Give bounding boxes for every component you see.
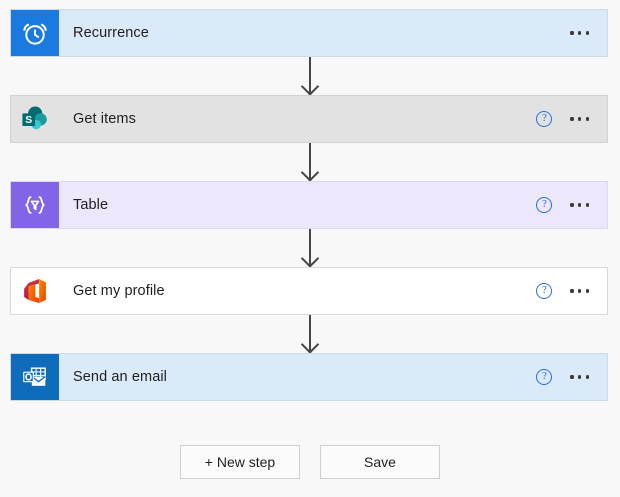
flow-step-actions: ? xyxy=(536,96,607,142)
more-options-icon[interactable] xyxy=(568,27,591,38)
help-icon[interactable]: ? xyxy=(536,197,552,213)
flow-step-get-items[interactable]: S Get items ? xyxy=(10,95,608,143)
flow-step-title: Send an email xyxy=(59,354,536,400)
flow-step-actions xyxy=(568,10,607,56)
save-button[interactable]: Save xyxy=(320,445,440,479)
flow-step-actions: ? xyxy=(536,354,607,400)
flow-step-actions: ? xyxy=(536,268,607,314)
svg-text:S: S xyxy=(25,115,32,126)
sharepoint-icon: S xyxy=(11,96,59,142)
more-options-icon[interactable] xyxy=(568,199,591,210)
more-options-icon[interactable] xyxy=(568,371,591,382)
alarm-clock-icon xyxy=(11,10,59,56)
new-step-button[interactable]: + New step xyxy=(180,445,300,479)
flow-step-title: Recurrence xyxy=(59,10,568,56)
flow-connector-arrow xyxy=(309,143,311,181)
office365-icon xyxy=(11,268,59,314)
flow-footer-actions: + New step Save xyxy=(0,445,620,479)
help-icon[interactable]: ? xyxy=(536,283,552,299)
outlook-icon xyxy=(11,354,59,400)
flow-step-send-an-email[interactable]: Send an email ? xyxy=(10,353,608,401)
flow-connector-arrow xyxy=(309,315,311,353)
flow-connector-arrow xyxy=(309,229,311,267)
help-icon[interactable]: ? xyxy=(536,111,552,127)
table-braces-filter-icon xyxy=(11,182,59,228)
flow-step-actions: ? xyxy=(536,182,607,228)
flow-step-title: Table xyxy=(59,182,536,228)
help-icon[interactable]: ? xyxy=(536,369,552,385)
flow-step-get-my-profile[interactable]: Get my profile ? xyxy=(10,267,608,315)
flow-connector-arrow xyxy=(309,57,311,95)
flow-step-title: Get items xyxy=(59,96,536,142)
flow-step-table[interactable]: Table ? xyxy=(10,181,608,229)
flow-step-recurrence[interactable]: Recurrence xyxy=(10,9,608,57)
more-options-icon[interactable] xyxy=(568,113,591,124)
flow-step-title: Get my profile xyxy=(59,268,536,314)
more-options-icon[interactable] xyxy=(568,285,591,296)
